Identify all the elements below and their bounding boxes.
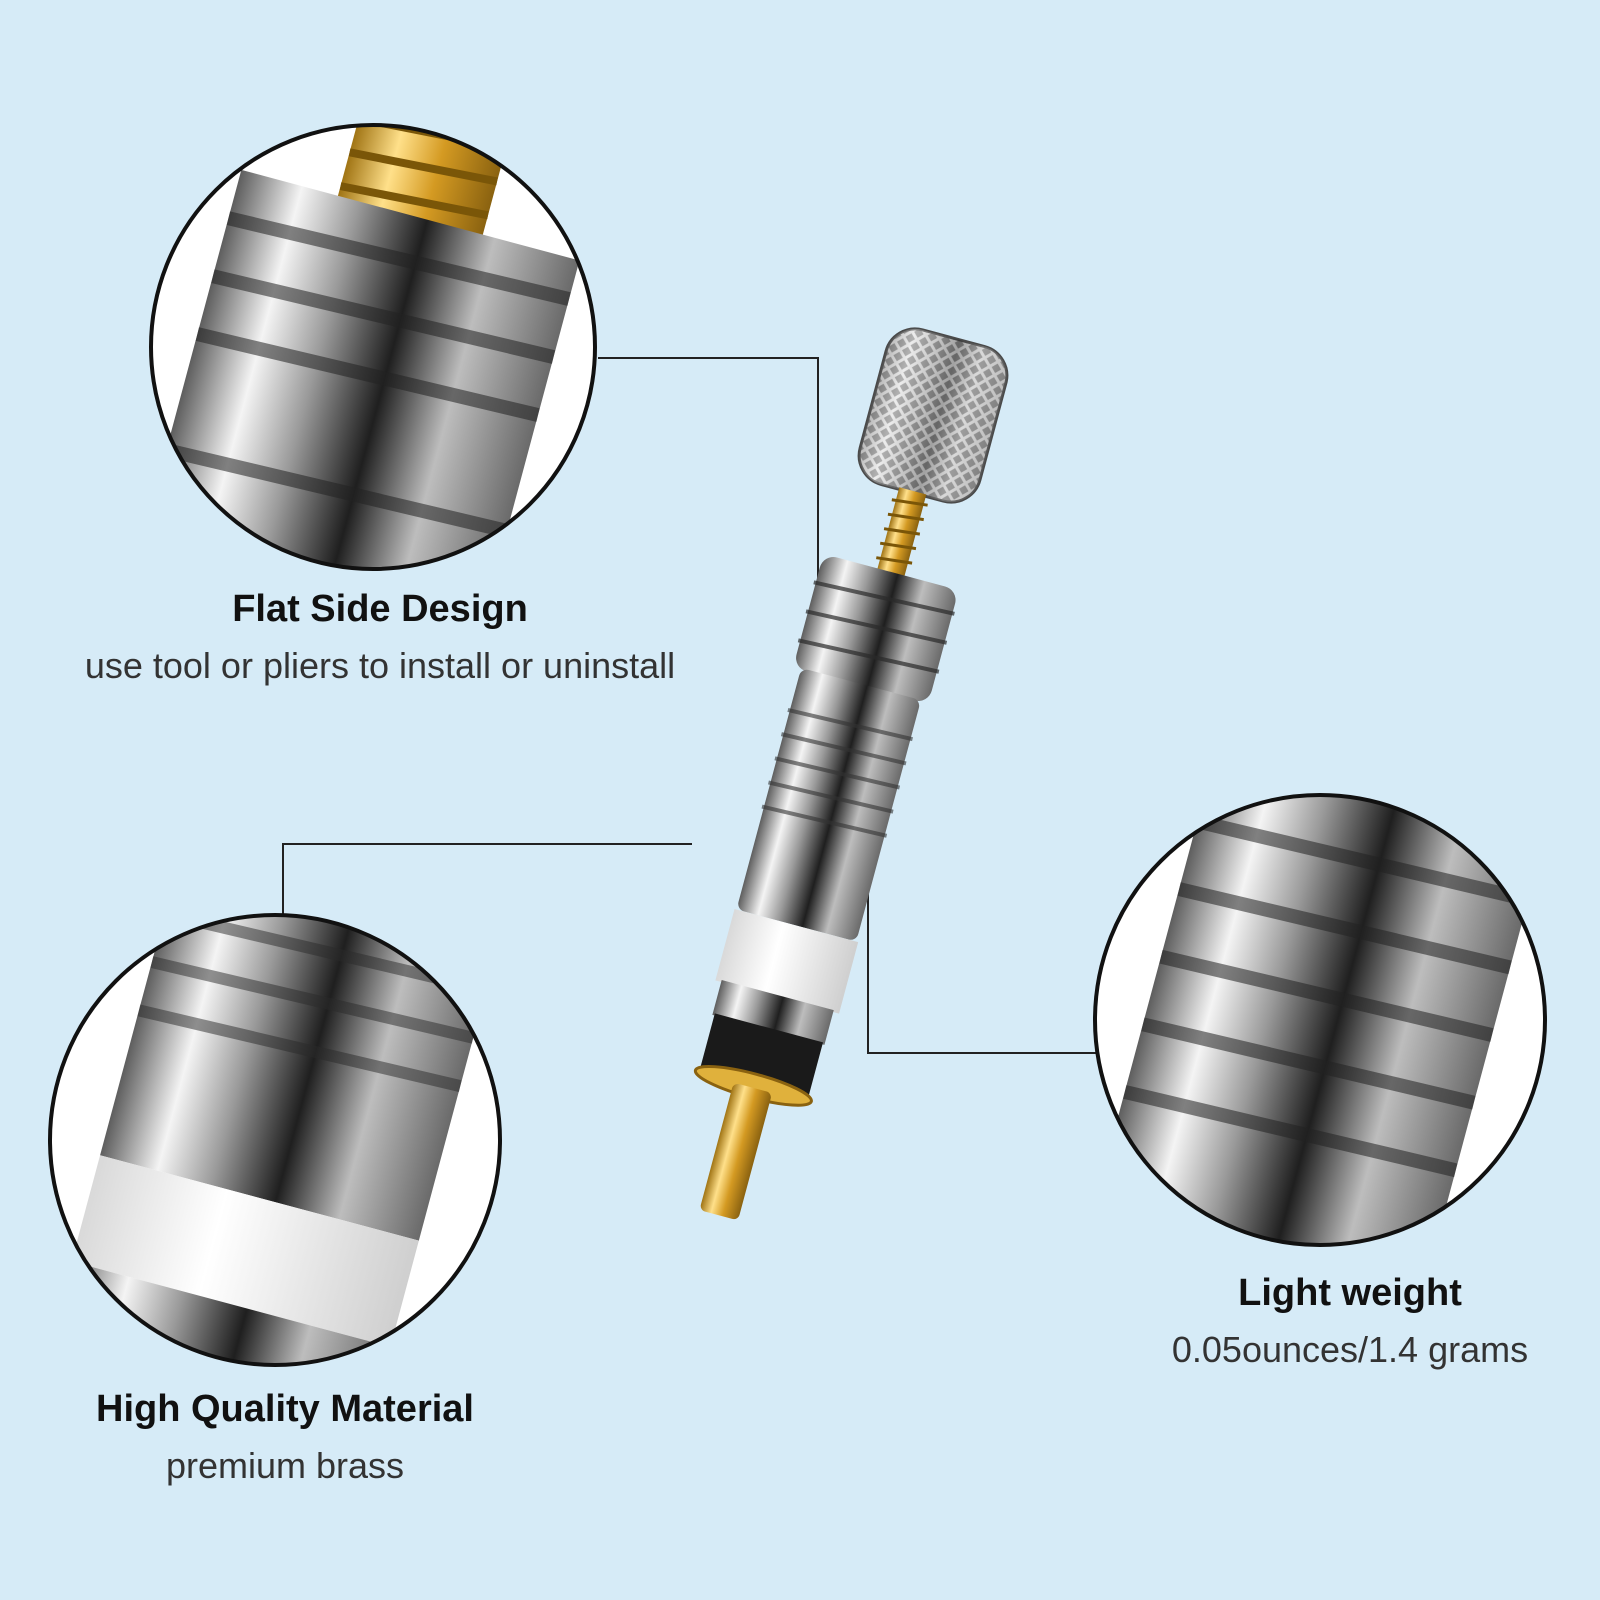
feature-subtitle: premium brass bbox=[165, 1445, 405, 1486]
feature-title: Flat Side Design bbox=[232, 588, 528, 630]
feature-title: Light weight bbox=[1238, 1272, 1462, 1314]
feature-subtitle: 0.05ounces/1.4 grams bbox=[1171, 1329, 1529, 1370]
feature-title: High Quality Material bbox=[96, 1388, 474, 1430]
feature-caption-weight: Light weight 0.05ounces/1.4 grams bbox=[1130, 1270, 1570, 1372]
detail-circle-material bbox=[48, 865, 502, 1416]
detail-circle-weight bbox=[1088, 744, 1547, 1296]
detail-circle-thread bbox=[137, 89, 597, 619]
valve-core-image bbox=[693, 327, 1009, 1220]
feature-subtitle: use tool or pliers to install or uninsta… bbox=[84, 645, 676, 686]
feature-caption-flat-side: Flat Side Design use tool or pliers to i… bbox=[40, 586, 720, 688]
connector-lines bbox=[282, 357, 1112, 1054]
feature-caption-material: High Quality Material premium brass bbox=[40, 1386, 530, 1488]
